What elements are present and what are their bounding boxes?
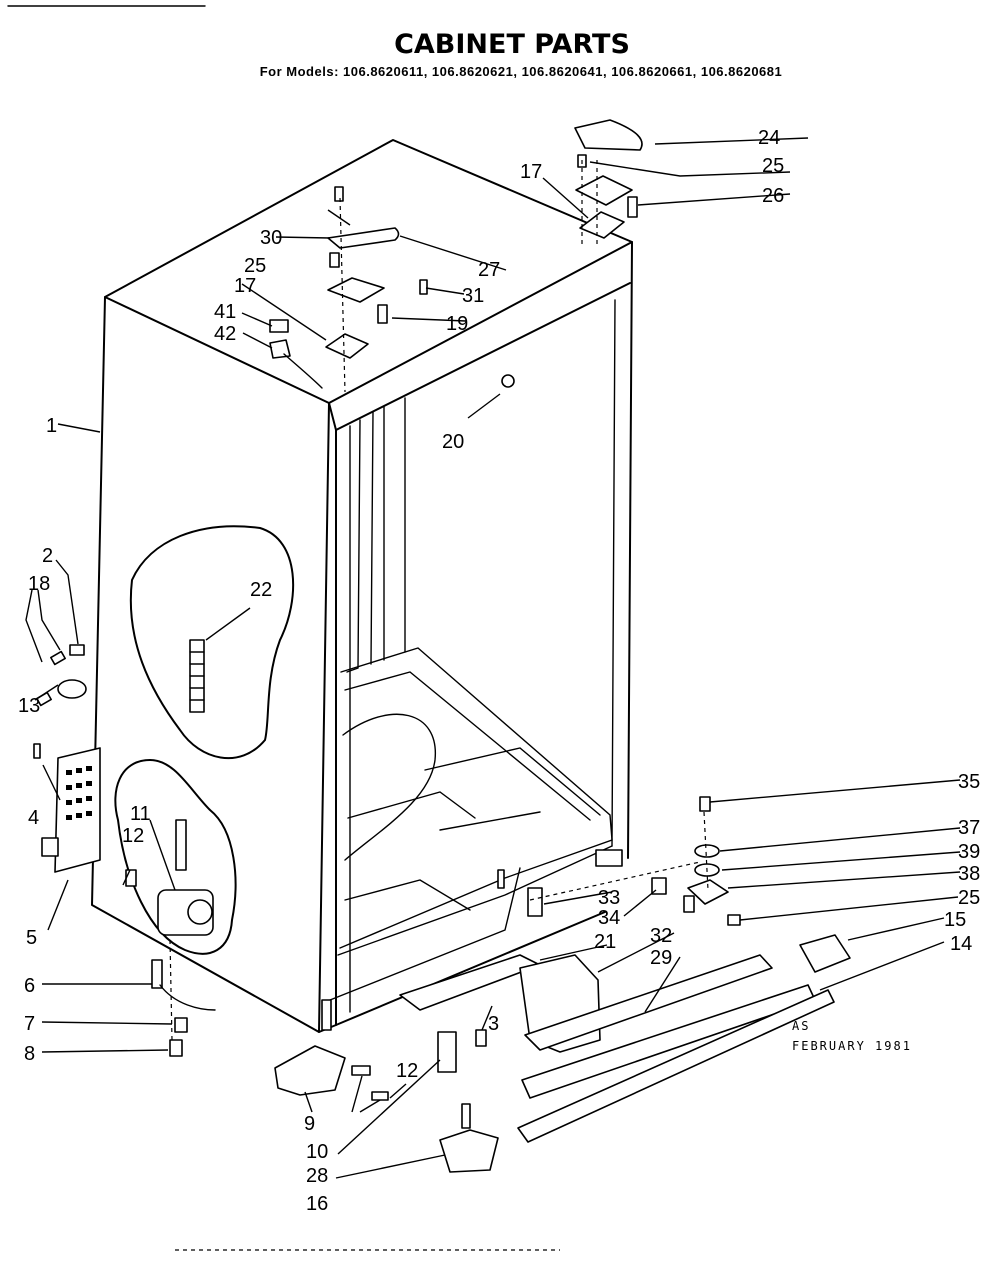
hinge-9 [274, 1045, 346, 1096]
screw-10a [351, 1065, 371, 1076]
model-numbers: For Models: 106.8620611, 106.8620621, 10… [260, 64, 783, 79]
callout-10: 10 [306, 1141, 328, 1163]
callout-32: 32 [650, 925, 672, 947]
callout-17-right: 17 [520, 161, 542, 183]
plug-20 [501, 374, 515, 388]
bracket-33 [527, 887, 543, 917]
switch-15 [799, 934, 851, 973]
callout-30: 30 [260, 227, 282, 249]
callout-17-left: 17 [234, 275, 256, 297]
tube-6 [151, 959, 163, 989]
screw-25-bottom [727, 914, 741, 926]
callout-37: 37 [958, 817, 980, 839]
hinge-pin-19 [377, 304, 388, 324]
bracket-5 [41, 837, 59, 857]
callout-28: 28 [306, 1165, 328, 1187]
callout-35: 35 [958, 771, 980, 793]
bottom-parts [274, 796, 851, 1173]
note-date: FEBRUARY 1981 [792, 1039, 912, 1053]
callout-25-top-right: 25 [762, 155, 784, 177]
callout-21: 21 [594, 931, 616, 953]
note-as: AS [792, 1019, 810, 1033]
left-side-parts [33, 639, 216, 1057]
hinge-cover-27 [327, 227, 400, 249]
hinge-shim-17 [325, 333, 369, 359]
screw-30 [334, 186, 344, 202]
callout-31: 31 [462, 285, 484, 307]
callout-41: 41 [214, 301, 236, 323]
top-hinge-left [269, 186, 515, 393]
callout-24: 24 [758, 127, 780, 149]
hinge-19 [327, 277, 385, 303]
hinge-cover-24 [574, 119, 643, 151]
callout-22: 22 [250, 579, 272, 601]
screw-10b [371, 1091, 389, 1101]
rail-29 [524, 954, 773, 1051]
callout-12-left: 12 [122, 825, 144, 847]
diagram-title: CABINET PARTS [394, 29, 630, 60]
callout-3: 3 [488, 1013, 499, 1035]
callout-25-right: 25 [958, 887, 980, 909]
cabinet-shell [91, 139, 633, 1033]
callout-12-bottom: 12 [396, 1060, 418, 1082]
screw-35 [699, 796, 711, 812]
hinge-38 [687, 879, 729, 905]
callout-7: 7 [24, 1013, 35, 1035]
callout-33: 33 [598, 887, 620, 909]
callout-16: 16 [306, 1193, 328, 1215]
screw-4 [33, 743, 41, 759]
screw-8 [169, 1039, 183, 1057]
bracket-34 [595, 849, 623, 867]
callout-6: 6 [24, 975, 35, 997]
callout-42: 42 [214, 323, 236, 345]
callout-18: 18 [28, 573, 50, 595]
pin-16 [461, 1103, 471, 1129]
callout-29: 29 [650, 947, 672, 969]
part-13 [57, 679, 87, 699]
kick-plate-14 [517, 989, 835, 1143]
hinge-16 [439, 1129, 499, 1173]
callout-14: 14 [950, 933, 972, 955]
clip-7 [174, 1017, 188, 1033]
callout-15: 15 [944, 909, 966, 931]
callout-27: 27 [478, 259, 500, 281]
callout-20: 20 [442, 431, 464, 453]
hinge-pin-26 [627, 196, 638, 218]
control-5 [54, 747, 101, 873]
screw-3 [475, 1029, 487, 1047]
top-hinge-right [574, 119, 643, 245]
callout-1: 1 [46, 415, 57, 437]
part-42 [269, 339, 291, 359]
callout-4: 4 [28, 807, 39, 829]
callout-39: 39 [958, 841, 980, 863]
hinge-shim-17-right [579, 211, 625, 239]
hinge-26 [575, 175, 633, 206]
callout-13: 13 [18, 695, 40, 717]
callout-11: 11 [130, 803, 151, 825]
bracket-38 [683, 895, 695, 913]
leader-lines [25, 137, 961, 1179]
screw-12 [125, 869, 137, 887]
callout-34: 34 [598, 907, 620, 929]
washer-37 [694, 844, 720, 858]
callout-2: 2 [42, 545, 53, 567]
callout-8: 8 [24, 1043, 35, 1065]
part-41 [269, 319, 289, 333]
callout-9: 9 [304, 1113, 315, 1135]
callout-26: 26 [762, 185, 784, 207]
part-2 [69, 644, 85, 656]
callout-38: 38 [958, 863, 980, 885]
screw-25-left [329, 252, 340, 268]
callout-labels: 1 2 18 13 4 5 6 7 8 11 12 22 9 10 28 16 … [18, 127, 980, 1215]
callout-5: 5 [26, 927, 37, 949]
screw-31 [419, 279, 428, 295]
hinge-28 [437, 1031, 457, 1073]
callout-19: 19 [446, 313, 468, 335]
screw-18a [50, 650, 66, 666]
callout-25-top-left: 25 [244, 255, 266, 277]
shaft-11 [175, 819, 187, 871]
